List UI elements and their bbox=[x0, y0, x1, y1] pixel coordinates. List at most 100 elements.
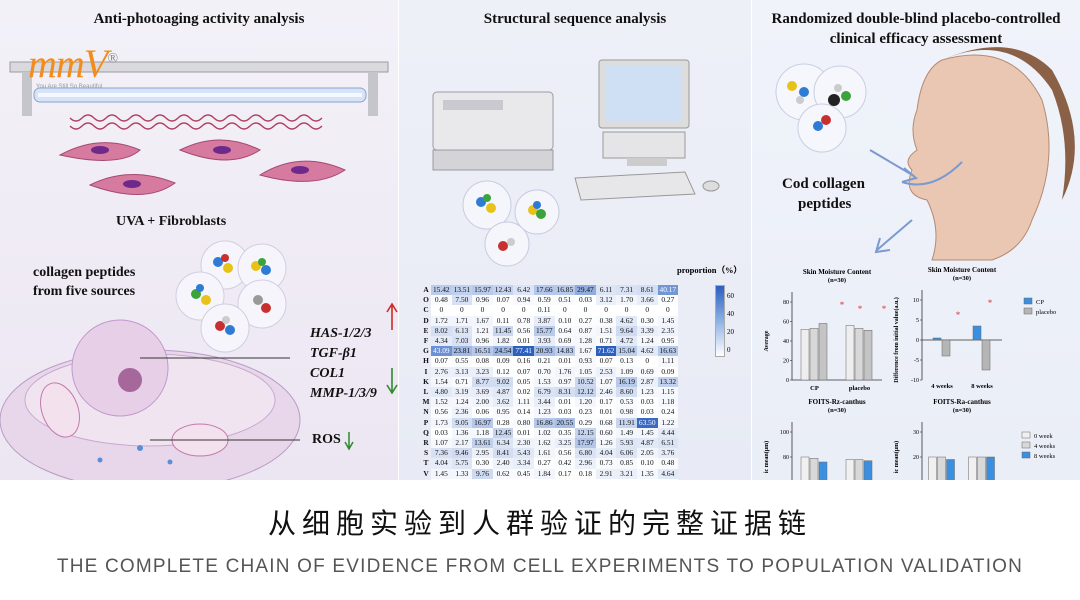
heatmap-cell: 3.44 bbox=[533, 397, 555, 408]
heatmap-cell: 6.42 bbox=[513, 285, 534, 296]
chart-subtitle: (n=30) bbox=[828, 277, 846, 284]
heatmap-cell: 1.09 bbox=[616, 366, 637, 377]
heatmap-cell: 0.03 bbox=[431, 427, 452, 439]
heatmap-cell: 3.76 bbox=[657, 448, 679, 459]
heatmap-cell: 0 bbox=[554, 478, 576, 480]
heatmap-row-label: D bbox=[423, 315, 429, 325]
heatmap-cell: 1.84 bbox=[533, 468, 555, 479]
heatmap-cell: 16.97 bbox=[472, 417, 493, 428]
heatmap-cell: 0.27 bbox=[533, 458, 555, 469]
legend-label: 4 weeks bbox=[1034, 443, 1056, 450]
caption-english: THE COMPLETE CHAIN OF EVIDENCE FROM CELL… bbox=[56, 556, 1024, 577]
heatmap-cell: 0 bbox=[513, 305, 534, 316]
bar bbox=[968, 456, 977, 480]
heatmap-cell: 0.95 bbox=[657, 336, 679, 347]
heatmap-cell: 0 bbox=[472, 305, 493, 316]
y-tick-label: 80 bbox=[783, 300, 789, 306]
heatmap-cell: 0 bbox=[554, 305, 576, 316]
heatmap-cell: 0.56 bbox=[431, 407, 452, 418]
heatmap-cell: 9.76 bbox=[472, 468, 493, 479]
colorbar-tick: 40 bbox=[727, 310, 734, 318]
y-axis-label: ic mean(μm) bbox=[763, 441, 770, 473]
heatmap-cell: 12.15 bbox=[575, 427, 596, 439]
brand-logo: mmV® bbox=[28, 41, 118, 86]
heatmap-row-label: H bbox=[423, 356, 429, 366]
heatmap-cell: 0.02 bbox=[513, 387, 534, 398]
heatmap-cell: 0.56 bbox=[513, 325, 534, 337]
heatmap-row-label: A bbox=[423, 285, 429, 294]
heatmap-cell: 14.83 bbox=[554, 346, 576, 357]
heatmap-cell: 1.28 bbox=[575, 336, 596, 347]
chart-title: Skin Moisture Content bbox=[803, 268, 872, 276]
heatmap-cell: 1.45 bbox=[657, 315, 679, 326]
heatmap-cell: 3.87 bbox=[533, 315, 555, 326]
heatmap-row-label: S bbox=[423, 448, 429, 458]
lab-equipment-illustration bbox=[432, 59, 720, 267]
heatmap-cell: 6.80 bbox=[575, 448, 596, 459]
heatmap-cell: 0.94 bbox=[513, 295, 534, 306]
heatmap-cell: 0.45 bbox=[513, 468, 534, 479]
heatmap-cell: 0.93 bbox=[575, 356, 596, 367]
heatmap-cell: 0.11 bbox=[533, 305, 555, 316]
heatmap-cell: 0.03 bbox=[636, 407, 658, 418]
heatmap-cell: 0.03 bbox=[575, 295, 596, 306]
heatmap-cell: 15.42 bbox=[431, 285, 452, 296]
y-tick-label: 100 bbox=[780, 430, 789, 436]
heatmap-cell: 0 bbox=[616, 305, 637, 316]
heatmap-cell: 17.97 bbox=[575, 438, 596, 449]
heatmap-cell: 0 bbox=[492, 478, 514, 480]
heatmap-cell: 0.01 bbox=[595, 407, 617, 418]
heatmap-cell: 0.59 bbox=[533, 295, 555, 306]
heatmap-cell: 4.64 bbox=[657, 468, 679, 479]
bar bbox=[800, 456, 810, 480]
heatmap-cell: 0.56 bbox=[554, 448, 576, 459]
heatmap-cell: 0 bbox=[636, 356, 658, 367]
heatmap-cell: 1.82 bbox=[492, 336, 514, 347]
up-arrow-icon bbox=[386, 302, 398, 330]
heatmap-cell: 0.01 bbox=[554, 356, 576, 367]
heatmap-row-label: K bbox=[423, 376, 429, 386]
heatmap-cell: 0.01 bbox=[513, 427, 534, 439]
bar bbox=[809, 458, 819, 480]
heatmap-cell: 43.09 bbox=[431, 346, 452, 357]
ros-label: ROS bbox=[312, 432, 341, 447]
heatmap-cell: 0.48 bbox=[431, 295, 452, 306]
heatmap-row-label: F bbox=[423, 336, 429, 346]
heatmap-row: W000000000000 bbox=[421, 478, 679, 480]
heatmap-cell: 11.45 bbox=[492, 325, 514, 337]
heatmap-cell: 4.87 bbox=[636, 438, 658, 449]
heatmap-cell: 0 bbox=[472, 478, 493, 480]
heatmap-cell: 2.40 bbox=[492, 458, 514, 469]
photoaging-illustration bbox=[0, 61, 398, 480]
significance-star: * bbox=[882, 304, 887, 314]
gene-label: TGF-β1 bbox=[310, 346, 357, 361]
heatmap-cell: 0.29 bbox=[575, 417, 596, 428]
heatmap-cell: 4.80 bbox=[431, 387, 452, 398]
heatmap-cell: 5.93 bbox=[616, 438, 637, 449]
heatmap-cell: 0.23 bbox=[575, 407, 596, 418]
heatmap-cell: 13.51 bbox=[451, 285, 473, 296]
heatmap-cell: 63.50 bbox=[636, 417, 658, 428]
heatmap-legend-label: proportion（%） bbox=[677, 265, 743, 275]
bar bbox=[972, 325, 982, 341]
heatmap-cell: 0.87 bbox=[575, 325, 596, 337]
x-tick-label: placebo bbox=[849, 385, 870, 392]
heatmap-cell: 1.45 bbox=[431, 468, 452, 479]
heatmap-cell: 0.24 bbox=[657, 407, 679, 418]
peptides-label-1: collagen peptides bbox=[33, 265, 136, 280]
significance-star: * bbox=[956, 310, 961, 320]
heatmap-cell: 0.17 bbox=[554, 468, 576, 479]
brand-tagline: You Are Still So Beautiful bbox=[36, 84, 103, 90]
bar bbox=[818, 323, 828, 381]
heatmap-cell: 2.35 bbox=[657, 325, 679, 337]
heatmap-cell: 40.17 bbox=[657, 285, 679, 296]
y-axis-label: ic mean(μm) bbox=[893, 441, 900, 473]
heatmap-cell: 17.66 bbox=[533, 285, 555, 296]
heatmap-cell: 0.28 bbox=[492, 417, 514, 428]
